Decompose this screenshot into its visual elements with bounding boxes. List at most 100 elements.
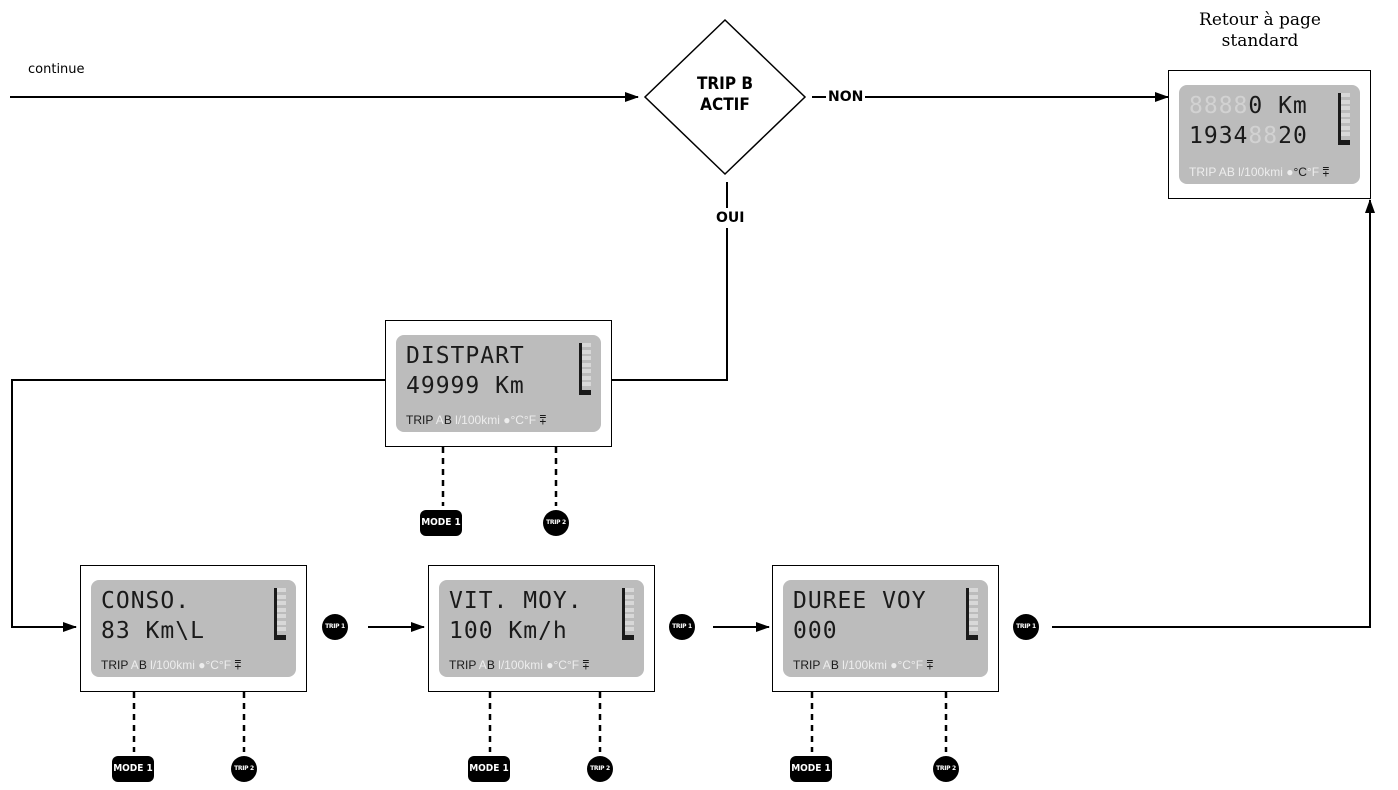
lcd-status-bar: TRIP AB l/100kmi ●°C°F ⩱ xyxy=(449,658,590,672)
dureevoy-line-1: DUREE VOY xyxy=(793,588,927,614)
lcd-display: DUREE VOY 000 TRIP AB l/100kmi ●°C°F ⩱ xyxy=(783,580,988,677)
gauge-segment xyxy=(966,601,978,605)
dureevoy-screen-panel: DUREE VOY 000 TRIP AB l/100kmi ●°C°F ⩱ xyxy=(772,565,999,692)
lcd-line-2: 19348820 xyxy=(1189,123,1308,149)
coolant-icon: ⩱ xyxy=(926,658,934,672)
gauge-segment xyxy=(622,627,634,631)
clock-icon: ● xyxy=(546,658,554,672)
distpart-line-2: 49999 Km xyxy=(406,373,525,399)
standard-distance: 0 Km xyxy=(1248,93,1308,119)
distpart-screen-panel: DISTPART 49999 Km TRIP AB l/100kmi ●°C°F… xyxy=(385,320,612,447)
mode1-button[interactable]: MODE 1 xyxy=(420,510,462,536)
lcd-status-bar: TRIP AB l/100kmi ●°C°F ⩱ xyxy=(793,658,934,672)
gauge-segment xyxy=(579,382,591,386)
gauge-segment xyxy=(579,343,591,347)
lcd-display: 88880 Km 19348820 TRIP AB l/100kmi ●°C°F… xyxy=(1179,85,1360,184)
coolant-icon: ⩱ xyxy=(234,658,242,672)
gauge-segment xyxy=(1338,112,1350,117)
gauge-segment xyxy=(966,607,978,612)
clock-icon: ● xyxy=(1286,165,1294,179)
trip1-button[interactable]: TRIP 1 xyxy=(322,614,348,640)
lcd-line-1: 88880 Km xyxy=(1189,93,1308,119)
gauge-segment xyxy=(274,594,286,599)
gauge-segment xyxy=(622,601,634,605)
gauge-segment xyxy=(622,594,634,599)
coolant-icon: ⩱ xyxy=(1322,165,1330,179)
mode1-button[interactable]: MODE 1 xyxy=(790,756,832,782)
gauge-segment xyxy=(1338,106,1350,110)
trip2-button[interactable]: TRIP 2 xyxy=(231,756,257,782)
gauge-segment xyxy=(966,588,978,592)
trip1-button[interactable]: TRIP 1 xyxy=(669,614,695,640)
gauge-segment xyxy=(622,607,634,612)
fuel-gauge xyxy=(274,588,286,640)
decision-diamond xyxy=(643,18,807,176)
clock-icon: ● xyxy=(890,658,898,672)
gauge-segment xyxy=(966,594,978,599)
conso-line-1: CONSO. xyxy=(101,588,191,614)
decision-line1: TRIP B xyxy=(696,74,754,94)
distpart-line-1: DISTPART xyxy=(406,343,525,369)
gauge-segment xyxy=(1338,93,1350,97)
gauge-segment xyxy=(579,356,591,360)
oui-label: OUI xyxy=(716,208,745,228)
continue-label: continue xyxy=(28,62,85,77)
lcd-status-bar: TRIP AB l/100kmi ●°C°F ⩱ xyxy=(406,413,547,427)
gauge-segment xyxy=(622,614,634,618)
fuel-gauge xyxy=(966,588,978,640)
gauge-segment xyxy=(579,375,591,380)
lcd-status-bar: TRIP AB l/100kmi ●°C°F ⩱ xyxy=(101,658,242,672)
gauge-segment xyxy=(966,620,978,625)
standard-time: 1934 xyxy=(1189,123,1249,149)
lcd-display: VIT. MOY. 100 Km/h TRIP AB l/100kmi ●°C°… xyxy=(439,580,644,677)
gauge-segment xyxy=(274,607,286,612)
distpart-to-conso-connector xyxy=(11,379,386,632)
decision-label: TRIP B ACTIF xyxy=(675,74,775,116)
gauge-segment xyxy=(274,588,286,592)
decision-line2: ACTIF xyxy=(700,95,750,115)
dureevoy-to-standard-connector xyxy=(1052,199,1375,628)
gauge-segment xyxy=(622,588,634,592)
gauge-segment xyxy=(622,620,634,625)
gauge-segment xyxy=(579,349,591,354)
fuel-gauge xyxy=(622,588,634,640)
trip1-button[interactable]: TRIP 1 xyxy=(1013,614,1039,640)
conso-line-2: 83 Km\L xyxy=(101,618,205,644)
vitmoy-line-2: 100 Km/h xyxy=(449,618,568,644)
gauge-segment xyxy=(966,614,978,618)
gauge-segment xyxy=(1338,132,1350,136)
mode1-button[interactable]: MODE 1 xyxy=(112,756,154,782)
gauge-segment xyxy=(1338,119,1350,123)
coolant-icon: ⩱ xyxy=(539,413,547,427)
clock-icon: ● xyxy=(503,413,511,427)
gauge-segment xyxy=(966,627,978,631)
lcd-status-bar: TRIP AB l/100kmi ●°C°F ⩱ xyxy=(1189,165,1330,179)
standard-temp: 20 xyxy=(1278,123,1308,149)
button-dashed-links xyxy=(132,447,948,752)
non-label: NON xyxy=(826,89,866,105)
gauge-segment xyxy=(1338,125,1350,130)
clock-icon: ● xyxy=(198,658,206,672)
fuel-gauge xyxy=(1338,93,1350,145)
gauge-segment xyxy=(579,362,591,367)
gauge-segment xyxy=(1338,99,1350,104)
trip2-button[interactable]: TRIP 2 xyxy=(587,756,613,782)
mode1-button[interactable]: MODE 1 xyxy=(468,756,510,782)
vitmoy-screen-panel: VIT. MOY. 100 Km/h TRIP AB l/100kmi ●°C°… xyxy=(428,565,655,692)
gauge-segment xyxy=(274,627,286,631)
vitmoy-line-1: VIT. MOY. xyxy=(449,588,583,614)
gauge-segment xyxy=(274,620,286,625)
dureevoy-line-2: 000 xyxy=(793,618,838,644)
gauge-segment xyxy=(579,369,591,373)
trip2-button[interactable]: TRIP 2 xyxy=(933,756,959,782)
lcd-display: CONSO. 83 Km\L TRIP AB l/100kmi ●°C°F ⩱ xyxy=(91,580,296,677)
trip2-button[interactable]: TRIP 2 xyxy=(543,510,569,536)
fuel-gauge xyxy=(579,343,591,395)
coolant-icon: ⩱ xyxy=(582,658,590,672)
gauge-segment xyxy=(274,614,286,618)
lcd-display: DISTPART 49999 Km TRIP AB l/100kmi ●°C°F… xyxy=(396,335,601,432)
oui-connector xyxy=(612,182,728,381)
standard-screen-panel: 88880 Km 19348820 TRIP AB l/100kmi ●°C°F… xyxy=(1168,70,1371,199)
conso-screen-panel: CONSO. 83 Km\L TRIP AB l/100kmi ●°C°F ⩱ xyxy=(80,565,307,692)
